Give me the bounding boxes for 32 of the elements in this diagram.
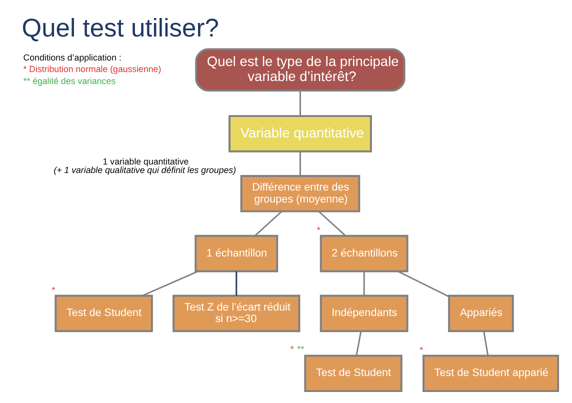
connector (142, 270, 198, 296)
connector (356, 331, 362, 356)
node-label: * (420, 344, 424, 355)
node-box: Différence entre des groupes (moyenne) (240, 174, 360, 212)
node-box: 2 échantillons (320, 234, 408, 272)
node-box: Test Z de l’écart réduit si n>=30 (172, 294, 300, 332)
node-box: Quel est le type de la principale variable d’intérêt? (195, 48, 406, 92)
node-label: 1 variable quantitative (102, 156, 189, 166)
connector (483, 331, 489, 356)
node-box: 1 échantillon (194, 234, 278, 272)
node-box: Test de Student (54, 294, 153, 332)
connector (398, 270, 450, 298)
diagram-title: Quel test utiliser? (22, 14, 219, 42)
label: Conditions d’application : (23, 52, 122, 62)
node-label: ** (297, 344, 304, 354)
label: * Distribution normale (gaussienne) (23, 64, 162, 74)
connector (318, 210, 346, 236)
connector (236, 271, 238, 296)
node-box: Appariés (448, 294, 514, 332)
label: ** égalité des variances (23, 76, 116, 86)
connector (363, 271, 365, 296)
node-box: Indépendants (320, 294, 408, 332)
connector (300, 90, 301, 116)
node-label: * (52, 285, 56, 296)
connector (254, 210, 282, 236)
node-box: Variable quantitative (228, 115, 372, 152)
connector (300, 151, 301, 176)
node-label: (+ 1 variable qualitative qui définit les groupes) (54, 165, 236, 176)
node-box: Test de Student apparié (422, 354, 560, 392)
node-label: * (290, 344, 294, 354)
node-box: Test de Student (304, 354, 402, 392)
node-label: * (316, 225, 320, 236)
